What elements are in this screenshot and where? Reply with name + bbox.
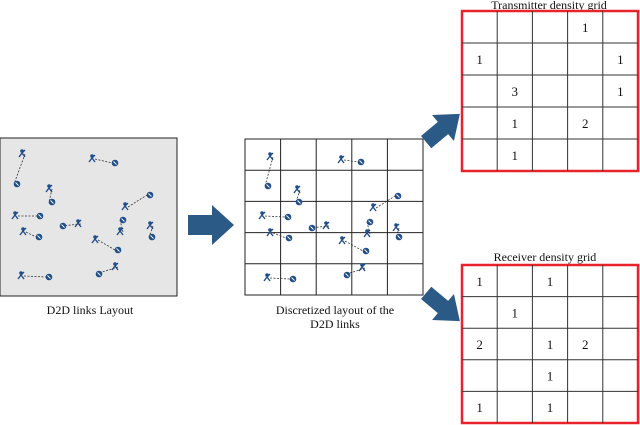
transmitter-icon [258, 211, 266, 220]
receiver-icon [119, 216, 127, 224]
discretized-device-links [258, 152, 403, 283]
receiver-icon [395, 233, 403, 241]
density-cell-value: 1 [547, 337, 554, 352]
receiver-icon [295, 198, 303, 206]
receiver-icon [146, 191, 154, 199]
transmitter-icon [88, 154, 96, 163]
transmitter-icon [45, 184, 53, 193]
d2d-link [11, 211, 44, 220]
transmitter-icon [263, 273, 271, 282]
density-cell-value: 1 [512, 148, 519, 163]
receiver-icon [111, 159, 119, 167]
transmitter-icon [322, 221, 330, 230]
d2d-link [258, 211, 292, 221]
d2d-layout-panel [0, 137, 178, 297]
discretization-grid [244, 138, 424, 296]
transmitter-icon [338, 236, 346, 245]
receiver-icon [284, 213, 292, 221]
transmitter-icon [266, 228, 274, 237]
density-cell-value: 1 [582, 20, 589, 35]
transmitter-icon [19, 227, 27, 236]
transmitter-density-grid: 1 1 1 3 1 1 2 1 [460, 9, 640, 173]
d2d-link [293, 185, 303, 206]
density-cell-value: 1 [512, 116, 519, 131]
transmitter-icon [74, 219, 82, 228]
d2d-link [266, 228, 293, 242]
d2d-link [263, 273, 297, 283]
d2d-link [13, 149, 26, 188]
density-cell-value: 2 [476, 337, 483, 352]
receiver-icon [357, 158, 365, 166]
density-cell-value: 2 [582, 116, 589, 131]
receiver-icon [13, 180, 21, 188]
transmitter-icon [17, 271, 25, 280]
receiver-icon [343, 271, 351, 279]
transmitter-icon [121, 202, 129, 211]
d2d-link [116, 216, 127, 236]
d2d-link [146, 221, 156, 241]
d2d-link [95, 262, 119, 278]
transmitter-icon [91, 235, 99, 244]
discretized-layout-panel [244, 138, 424, 296]
arrow-up-right-icon [421, 113, 460, 149]
density-cell-value: 1 [512, 305, 519, 320]
transmitter-icon [337, 155, 345, 164]
d2d-link [59, 219, 82, 230]
transmitter-icon [293, 185, 301, 194]
density-cell-value: 3 [512, 84, 519, 99]
d2d-link [17, 271, 53, 281]
d2d-link [264, 152, 274, 190]
receiver-icon [114, 246, 122, 254]
transmitter-icon [11, 211, 19, 220]
receiver-icon [45, 273, 53, 281]
transmitter-icon [369, 203, 377, 212]
density-cell-value: 1 [617, 52, 624, 67]
density-cell-value: 2 [582, 337, 589, 352]
d2d-link [91, 235, 122, 254]
density-cell-value: 1 [476, 400, 483, 415]
receiver-icon [362, 247, 370, 255]
discretized-caption-line1: Discretized layout of the [275, 303, 395, 317]
receiver-icon [264, 182, 272, 190]
density-cell-value: 1 [547, 274, 554, 289]
receiver-icon [394, 192, 402, 200]
receiver-density-grid: 1 1 1 2 1 2 1 1 1 [460, 263, 640, 425]
receiver-icon [148, 233, 156, 241]
arrow-down-right-icon [421, 286, 460, 322]
receiver-icon [48, 198, 56, 206]
density-cell-value: 1 [547, 369, 554, 384]
d2d-link [308, 221, 330, 232]
density-cell-value: 1 [617, 84, 624, 99]
transmitter-icon [392, 223, 400, 232]
receiver-icon [36, 212, 44, 220]
receiver-icon [285, 234, 293, 242]
d2d-link [392, 223, 403, 241]
receiver-icon [95, 270, 103, 278]
receiver-icon [59, 222, 67, 230]
arrow-right-icon [188, 205, 234, 245]
d2d-layout-caption: D2D links Layout [46, 303, 134, 317]
d2d-link [343, 263, 366, 279]
d2d-link [363, 218, 374, 238]
transmitter-icon [266, 152, 274, 161]
d2d-link [88, 154, 119, 167]
transmitter-grid-title: Transmitter density grid [491, 0, 607, 12]
d2d-link [337, 155, 365, 166]
d2d-link [121, 191, 154, 211]
receiver-icon [289, 275, 297, 283]
d2d-link [45, 184, 56, 206]
receiver-icon [308, 224, 316, 232]
d2d-link [338, 236, 370, 255]
d2d-device-links [11, 149, 156, 281]
d2d-link [369, 192, 402, 212]
density-cell-value: 1 [476, 52, 483, 67]
receiver-icon [366, 218, 374, 226]
density-cell-value: 1 [476, 274, 483, 289]
discretized-caption-line2: D2D links [310, 317, 360, 331]
receiver-icon [35, 233, 43, 241]
receiver-grid-title: Receiver density grid [493, 250, 597, 264]
density-cell-value: 1 [547, 400, 554, 415]
d2d-link [19, 227, 43, 241]
